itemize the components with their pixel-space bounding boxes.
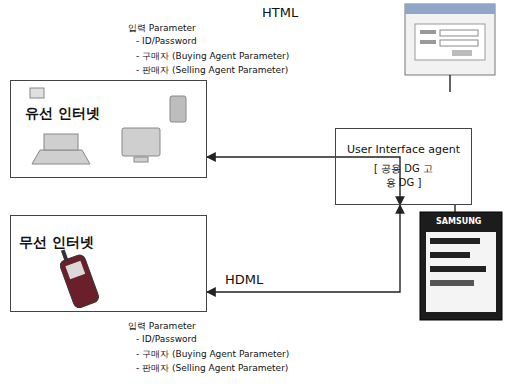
node-title: User Interface agent — [342, 143, 465, 156]
brand-label: SAMSUNG — [436, 217, 481, 226]
parameter-heading: 입력 Parameter — [128, 320, 196, 333]
connector-arrow — [207, 205, 400, 292]
network-box: 유선 인터넷 — [10, 80, 207, 178]
parameter-item: - 구매자 (Buying Agent Parameter) — [136, 50, 289, 63]
protocol-label: HDML — [225, 272, 263, 287]
parameter-item: - 판매자 (Selling Agent Parameter) — [136, 362, 288, 375]
computer-icons — [30, 88, 186, 164]
phone-screenshot — [420, 205, 502, 320]
agent-box: User Interface agent [ 공용 DG 고용 DG ] — [335, 128, 472, 205]
parameter-heading: 입력 Parameter — [128, 22, 196, 35]
parameter-item: - 판매자 (Selling Agent Parameter) — [136, 64, 288, 77]
parameter-item: - ID/Password — [136, 36, 197, 46]
network-box: 무선 인터넷 — [10, 215, 207, 312]
parameter-item: - 구매자 (Buying Agent Parameter) — [136, 348, 289, 361]
protocol-label: HTML — [262, 5, 298, 20]
connector-arrow — [207, 157, 400, 205]
web-screenshot — [405, 4, 495, 92]
parameter-item: - ID/Password — [136, 334, 197, 344]
node-body: [ 공용 DG 고용 DG ] — [372, 162, 436, 190]
node-title: 무선 인터넷 — [19, 234, 198, 252]
phone-icon — [55, 244, 100, 309]
node-title: 유선 인터넷 — [25, 105, 192, 123]
